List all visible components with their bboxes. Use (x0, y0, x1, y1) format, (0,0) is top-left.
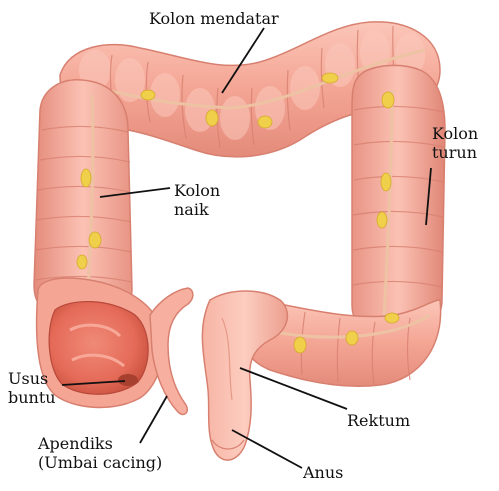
leader-kolon-mendatar (221, 27, 265, 94)
leader-apendiks (139, 395, 168, 444)
descending-colon (351, 64, 446, 329)
transverse-colon (59, 21, 441, 158)
label-kolon-turun-line1: Kolon (432, 124, 479, 143)
leader-kolon-turun (425, 167, 432, 226)
rectum (201, 290, 289, 461)
label-kolon-naik-line1: Kolon (174, 181, 221, 200)
fat-deposits (76, 72, 400, 354)
appendix (149, 287, 194, 416)
label-kolon-turun: Kolon turun (432, 124, 478, 162)
label-apendiks-line1: Apendiks (38, 434, 113, 453)
label-apendiks: Apendiks (Umbai cacing) (38, 434, 162, 472)
label-anus: Anus (303, 463, 344, 482)
cecum (35, 277, 164, 409)
leader-kolon-naik (99, 187, 171, 198)
label-kolon-mendatar: Kolon mendatar (149, 9, 279, 28)
label-kolon-naik-line2: naik (174, 200, 209, 219)
leader-lines (61, 27, 432, 469)
leader-usus-buntu (61, 380, 126, 386)
label-rektum: Rektum (347, 411, 411, 430)
label-kolon-turun-line2: turun (432, 143, 477, 162)
label-usus-buntu-line2: buntu (8, 388, 56, 407)
ascending-colon (33, 79, 133, 313)
leader-anus (231, 429, 303, 469)
label-kolon-naik: Kolon naik (174, 181, 220, 219)
label-usus-buntu-line1: Usus (8, 369, 49, 388)
label-usus-buntu: Usus buntu (8, 369, 56, 407)
leader-rektum (239, 367, 348, 410)
label-apendiks-line2: (Umbai cacing) (38, 453, 163, 472)
